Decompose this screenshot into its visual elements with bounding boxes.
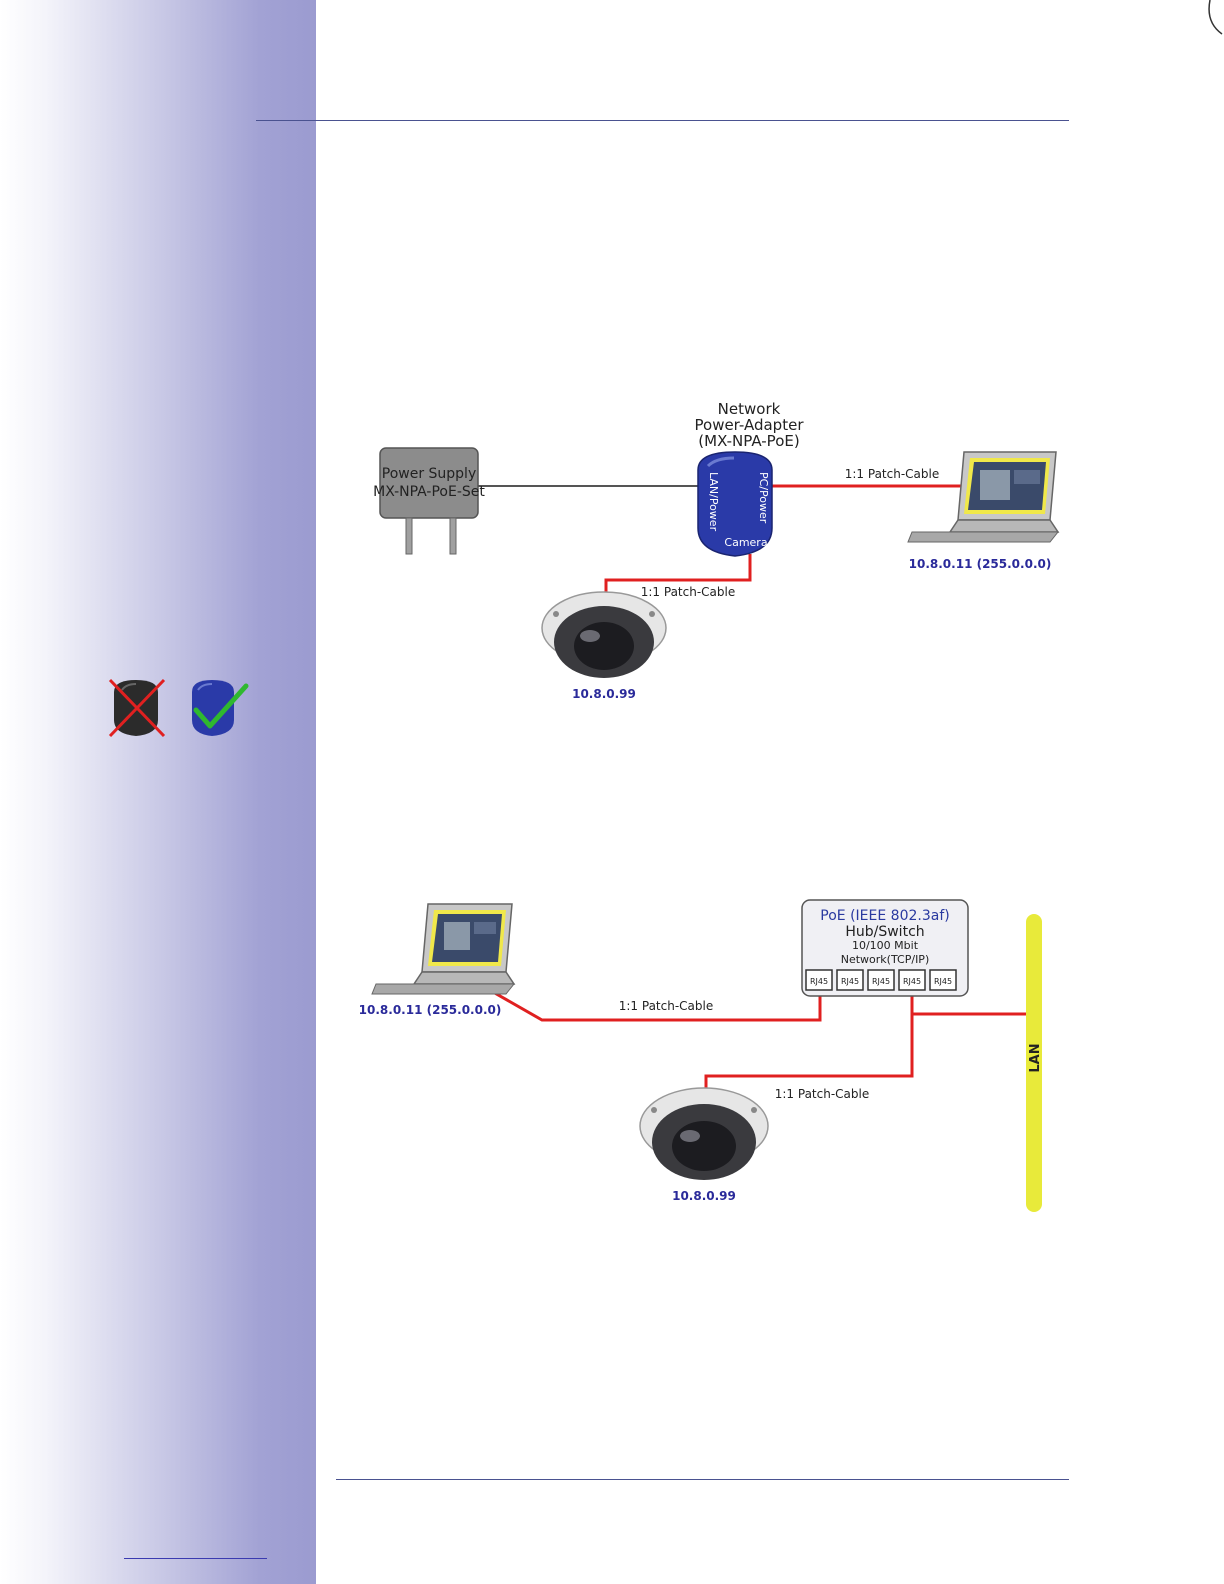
sidebar-footer-rule (124, 1558, 267, 1559)
port-lan-power: LAN/Power (707, 472, 720, 532)
rj45-port: RJ45 (898, 969, 926, 991)
camera-cable-label: 1:1 Patch-Cable (775, 1087, 869, 1101)
blue-adapter-icon (192, 680, 234, 736)
lan-label: LAN (1028, 1043, 1043, 1072)
diagram-poe-switch: LAN 10.8.0.11 (255.0.0.0) PoE (IEEE 802.… (360, 899, 1043, 1212)
lan-bar (1026, 914, 1042, 1212)
rj45-port: RJ45 (867, 969, 895, 991)
switch-speed: 10/100 Mbit (852, 939, 919, 952)
diagram-power-adapter: Power Supply MX-NPA-PoE-Set Network Powe… (373, 400, 1060, 701)
camera-cable-label: 1:1 Patch-Cable (641, 585, 735, 599)
adapter-title-line2: Power-Adapter (695, 416, 805, 434)
page-curl-icon (1208, 0, 1223, 35)
footer-rule (336, 1479, 1069, 1480)
dome-camera-icon (541, 591, 667, 678)
power-supply-model: MX-NPA-PoE-Set (373, 484, 485, 500)
camera-patch-cable (704, 984, 914, 1096)
svg-text:RJ45: RJ45 (841, 977, 859, 986)
svg-text:RJ45: RJ45 (810, 977, 828, 986)
camera-ip-address: 10.8.0.99 (672, 1189, 736, 1203)
check-icon (193, 683, 249, 729)
adapter-title-line1: Network (718, 400, 781, 418)
pc-cable-label: 1:1 Patch-Cable (619, 999, 713, 1013)
camera-patch-cable (604, 554, 752, 600)
pc-ip-address: 10.8.0.11 (255.0.0.0) (360, 1003, 501, 1017)
switch-network: Network(TCP/IP) (841, 953, 929, 966)
svg-text:RJ45: RJ45 (872, 977, 890, 986)
laptop-icon (371, 903, 516, 995)
adapter-comparison (108, 678, 249, 738)
poe-switch: PoE (IEEE 802.3af) Hub/Switch 10/100 Mbi… (801, 899, 969, 997)
camera-ip-address: 10.8.0.99 (572, 687, 636, 701)
pc-cable-label: 1:1 Patch-Cable (845, 467, 939, 481)
pc-ip-address: 10.8.0.11 (255.0.0.0) (909, 557, 1052, 571)
pc-patch-cable (485, 984, 822, 1022)
port-pc-power: PC/Power (757, 472, 770, 524)
rj45-port: RJ45 (836, 969, 864, 991)
switch-type: Hub/Switch (845, 924, 924, 940)
power-adapter: LAN/Power PC/Power Camera (697, 451, 773, 557)
adapter-title-line3: (MX-NPA-PoE) (698, 432, 799, 450)
power-supply: Power Supply MX-NPA-PoE-Set (373, 447, 485, 555)
svg-text:RJ45: RJ45 (903, 977, 921, 986)
power-supply-label: Power Supply (382, 466, 477, 482)
switch-title: PoE (IEEE 802.3af) (820, 908, 949, 924)
header-rule (256, 120, 1069, 121)
rj45-port: RJ45 (805, 969, 833, 991)
sidebar-band (0, 0, 316, 1584)
dome-camera-icon (639, 1087, 769, 1180)
laptop-icon (907, 451, 1060, 543)
rj45-port: RJ45 (929, 969, 957, 991)
svg-text:RJ45: RJ45 (934, 977, 952, 986)
port-camera: Camera (724, 536, 767, 549)
cross-icon (108, 678, 166, 738)
